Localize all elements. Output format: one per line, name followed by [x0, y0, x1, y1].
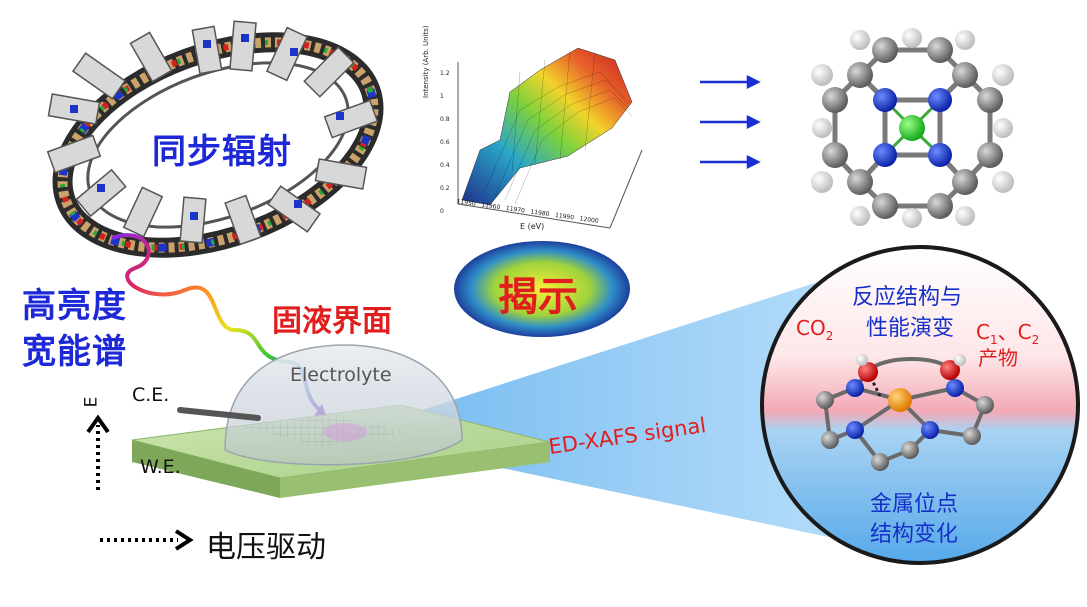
working-electrode-label: W.E.	[140, 456, 181, 478]
circle-bottom-line2: 结构变化	[870, 522, 959, 547]
xafs-spectrum-3d	[457, 47, 643, 229]
voltage-drive-label: 电压驱动	[206, 530, 326, 565]
xafs-beam	[360, 262, 880, 548]
interface-label: 固液界面	[272, 304, 392, 339]
spectrum-ylabel: Intensity (Arb. Units)	[422, 25, 430, 98]
counter-electrode-label: C.E.	[132, 384, 170, 406]
spectrum-xlabel: E (eV)	[520, 222, 545, 231]
counter-electrode-rod	[177, 407, 261, 421]
c1c2-label: C1、C2	[976, 320, 1040, 347]
reveal-badge	[454, 241, 630, 337]
electrolyte-dome	[224, 344, 463, 466]
beam-property-line1: 高亮度	[22, 286, 127, 326]
product-label: 产物	[978, 346, 1018, 370]
result-arrows	[700, 74, 761, 170]
beam-property-line2: 宽能谱	[22, 332, 127, 372]
co2-label: CO2	[796, 316, 834, 343]
circle-bottom-line1: 金属位点	[870, 492, 959, 517]
circle-top-line1: 反应结构与	[852, 285, 963, 310]
synchrotron-label: 同步辐射	[152, 132, 292, 172]
e-axis-label: E	[81, 396, 102, 408]
electrolyte-label: Electrolyte	[290, 364, 392, 386]
circle-top-line2: 性能演变	[866, 316, 955, 341]
zoom-circle	[760, 245, 1080, 565]
synchrotron-ring	[46, 20, 384, 258]
reveal-label: 揭示	[498, 274, 578, 320]
metal-complex-molecule	[811, 28, 1014, 228]
